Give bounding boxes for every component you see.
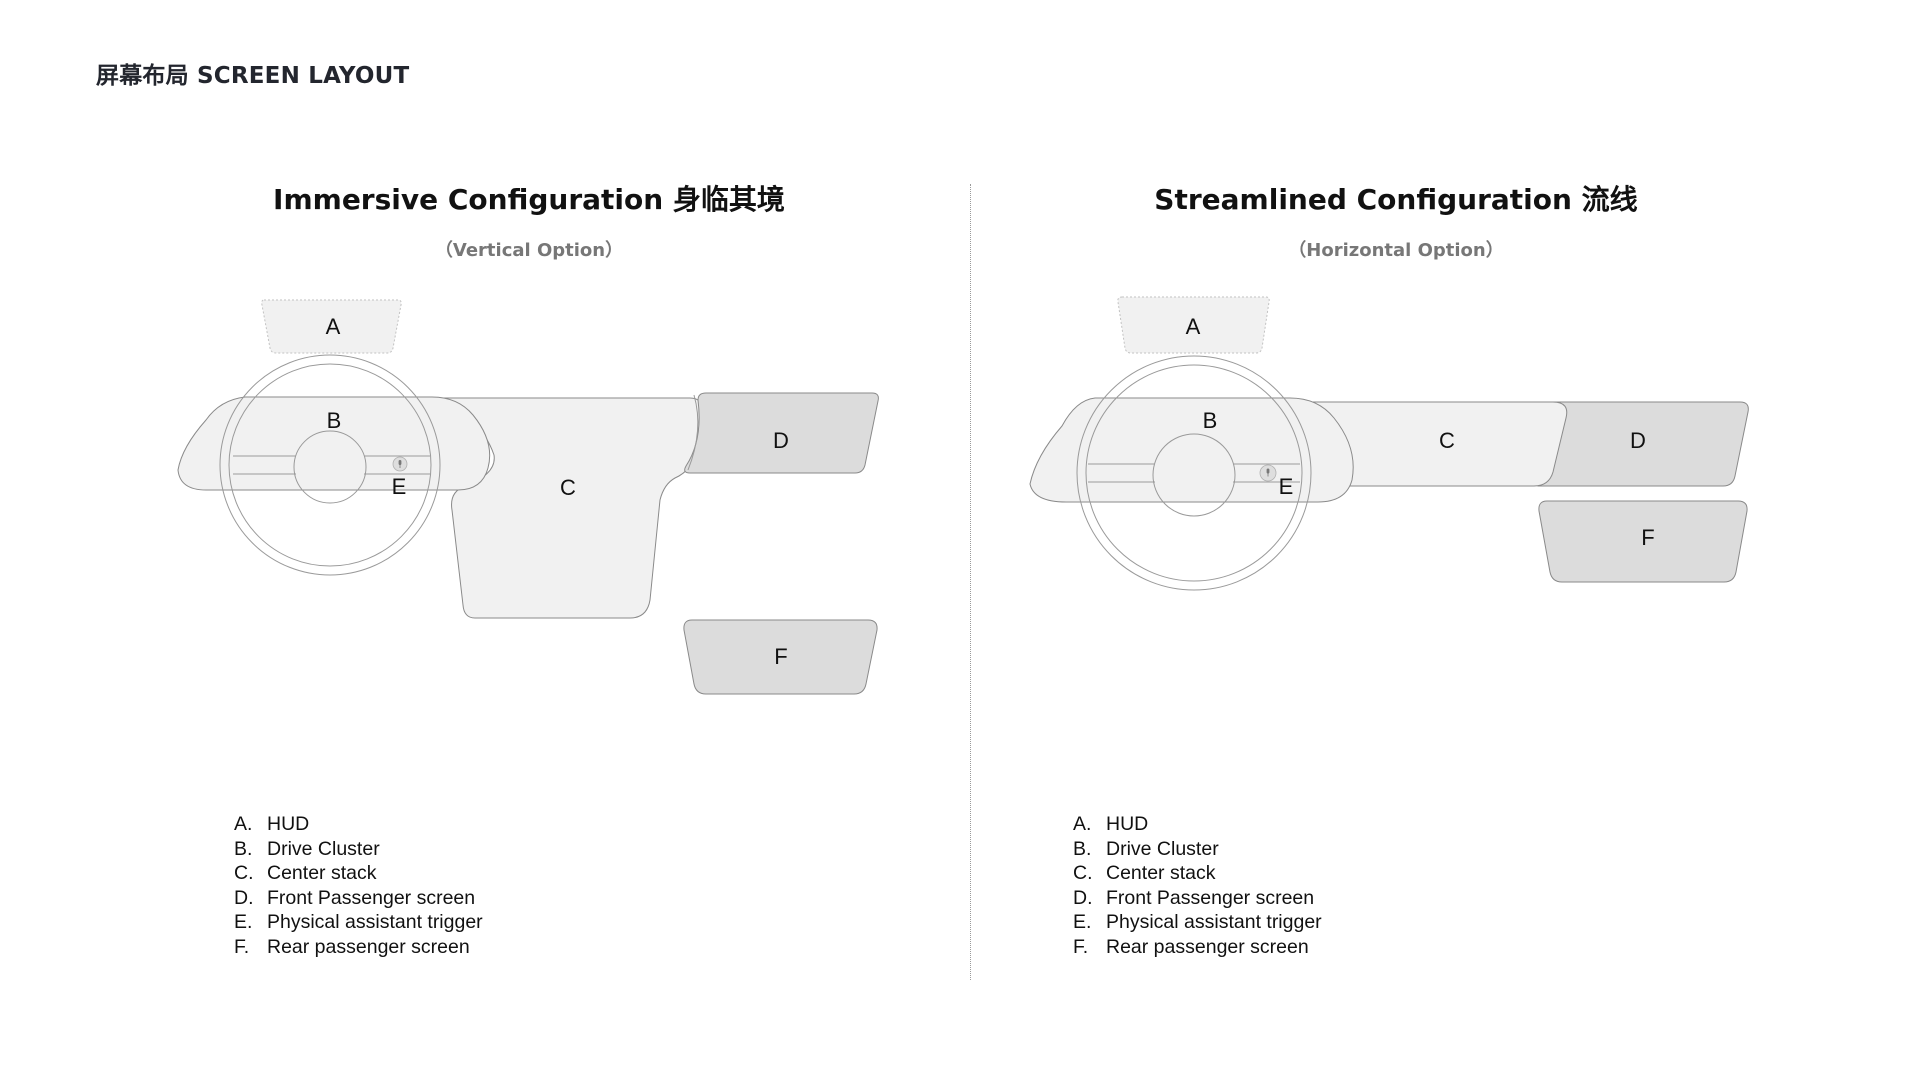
legend-item: D.Front Passenger screen xyxy=(1073,886,1315,909)
legend-item: B.Drive Cluster xyxy=(1073,837,1219,860)
legend-item: A.HUD xyxy=(1073,813,1149,835)
page-title: 屏幕布局 SCREEN LAYOUT xyxy=(96,63,410,89)
legend-item: B.Drive Cluster xyxy=(234,837,380,860)
immersive-label-f: F xyxy=(774,644,787,669)
streamlined-label-d: D xyxy=(1630,428,1646,453)
streamlined-screen-c-center-stack xyxy=(1299,401,1568,487)
legend-item: D.Front Passenger screen xyxy=(234,886,476,909)
streamlined-label-b: B xyxy=(1203,408,1218,433)
streamlined-subtitle: （Horizontal Option） xyxy=(1288,240,1504,261)
streamlined-legend: A.HUD B.Drive Cluster C.Center stack D.F… xyxy=(1073,812,1322,959)
column-divider xyxy=(970,184,971,980)
immersive-microphone-icon xyxy=(392,456,408,472)
streamlined-label-e: E xyxy=(1279,474,1294,499)
immersive-label-e: E xyxy=(392,474,407,499)
streamlined-steering-wheel xyxy=(1076,355,1312,591)
immersive-screen-f-rear-passenger xyxy=(683,619,878,695)
streamlined-diagram: A D C F B E xyxy=(1029,296,1749,591)
streamlined-screen-a-hud xyxy=(1117,296,1270,354)
streamlined-screen-f-rear-passenger xyxy=(1538,500,1748,583)
legend-item: A.HUD xyxy=(234,813,310,835)
immersive-label-b: B xyxy=(327,408,342,433)
streamlined-label-c: C xyxy=(1439,428,1455,453)
legend-item: F.Rear passenger screen xyxy=(234,935,470,958)
streamlined-label-a: A xyxy=(1186,314,1201,339)
legend-item: C.Center stack xyxy=(1073,862,1216,884)
legend-item: F.Rear passenger screen xyxy=(1073,935,1309,958)
immersive-diagram: A C D F B E xyxy=(177,299,879,695)
immersive-label-a: A xyxy=(326,314,341,339)
immersive-subtitle: （Vertical Option） xyxy=(434,240,624,261)
immersive-title: Immersive Configuration 身临其境 xyxy=(273,183,785,216)
immersive-screen-b-drive-cluster xyxy=(177,396,491,491)
legend-item: E.Physical assistant trigger xyxy=(234,911,483,933)
streamlined-label-f: F xyxy=(1641,525,1654,550)
streamlined-title: Streamlined Configuration 流线 xyxy=(1154,183,1638,216)
immersive-screen-d-front-passenger xyxy=(684,392,879,474)
streamlined-screen-b-drive-cluster xyxy=(1029,397,1354,503)
immersive-screen-a-hud xyxy=(261,299,402,354)
legend-item: E.Physical assistant trigger xyxy=(1073,911,1322,933)
immersive-legend: A.HUD B.Drive Cluster C.Center stack D.F… xyxy=(234,812,483,959)
streamlined-microphone-icon xyxy=(1259,464,1277,482)
legend-item: C.Center stack xyxy=(234,862,377,884)
immersive-steering-wheel xyxy=(219,354,441,576)
immersive-label-d: D xyxy=(773,428,789,453)
streamlined-screen-d-front-passenger xyxy=(1537,401,1749,487)
immersive-label-c: C xyxy=(560,475,576,500)
